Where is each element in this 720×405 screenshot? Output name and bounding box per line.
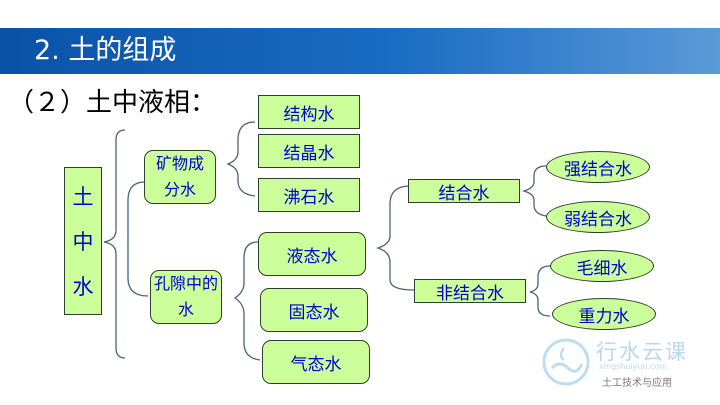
bracket-root [127, 181, 149, 297]
title-bar: 2. 土的组成 [0, 28, 720, 74]
node-free-water: 非结合水 [414, 279, 526, 304]
bracket-mineral [226, 121, 256, 197]
node-soil-water-char-3: 水 [72, 274, 94, 299]
node-bound-water: 结合水 [408, 179, 520, 204]
node-strong-bound-water: 强结合水 [546, 151, 650, 183]
node-capillary-water: 毛细水 [550, 250, 654, 282]
node-gaseous-water: 气态水 [262, 340, 370, 384]
node-mineral-water-line-2: 分水 [163, 180, 196, 199]
node-liquid-water: 液态水 [258, 232, 366, 276]
node-gravity-water: 重力水 [552, 298, 656, 330]
watermark-brand: 行水云课 [596, 340, 688, 364]
node-soil-water-char-1: 土 [72, 185, 94, 210]
node-pore-water: 孔隙中的 水 [150, 270, 222, 324]
brace-root [103, 129, 126, 359]
node-structural-water: 结构水 [258, 95, 360, 129]
page-title: 2. 土的组成 [34, 35, 177, 66]
node-solid-water: 固态水 [260, 288, 368, 332]
node-zeolite-water: 沸石水 [258, 178, 360, 212]
bracket-bound [521, 165, 547, 217]
bracket-pore [233, 241, 261, 361]
node-weak-bound-water: 弱结合水 [546, 201, 650, 233]
water-drop-logo-icon [542, 338, 590, 386]
watermark: 行水云课 xingshuiyun.com 土工技术与应用 [536, 332, 716, 394]
section-heading: （２）土中液相： [8, 88, 217, 118]
bracket-free [529, 265, 551, 317]
node-soil-water: 土 中 水 [64, 167, 102, 315]
watermark-course: 土工技术与应用 [602, 378, 672, 389]
node-soil-water-char-2: 中 [72, 229, 94, 254]
node-mineral-water: 矿物成 分水 [144, 150, 216, 204]
node-pore-water-line-1: 孔隙中的 [153, 274, 218, 293]
node-crystal-water: 结晶水 [258, 134, 360, 168]
node-mineral-water-line-1: 矿物成 [155, 154, 204, 173]
watermark-url: xingshuiyun.com [599, 362, 668, 371]
bracket-liquid [375, 185, 415, 291]
node-pore-water-line-2: 水 [177, 300, 194, 319]
